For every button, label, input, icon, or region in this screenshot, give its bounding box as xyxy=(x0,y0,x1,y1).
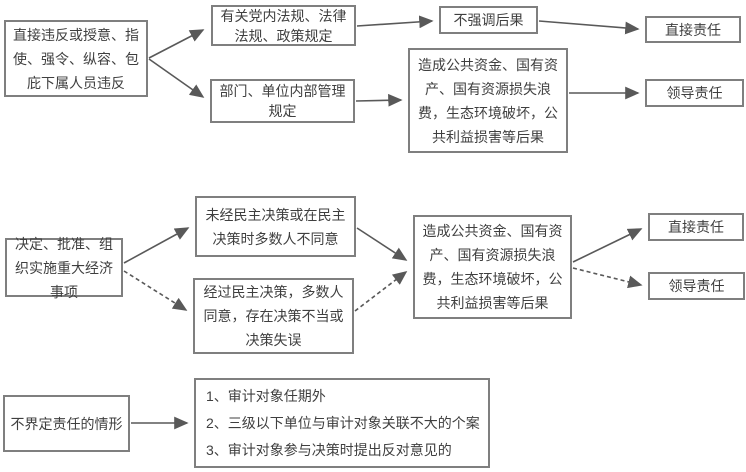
mid-democratic-label: 经过民主决策，多数人同意，存在决策不当或决策失误 xyxy=(203,284,344,348)
bottom-trigger-label: 不界定责任的情形 xyxy=(10,415,123,432)
excluded-case-item: 1、审计对象任期外 xyxy=(206,387,326,404)
arrow-noconsequence-to-direct xyxy=(538,20,640,35)
excluded-case-item: 3、审计对象参与决策时提出反对意见的 xyxy=(206,441,452,458)
arrow-consequence-to-direct-mid xyxy=(572,228,643,263)
top-trigger-label: 直接违反或授意、指使、强令、纵容、包庇下属人员违反 xyxy=(13,26,139,91)
top-no-consequence-label: 不强调后果 xyxy=(453,12,524,28)
top-leadership-responsibility-box: 领导责任 xyxy=(645,79,744,107)
bottom-excluded-cases-box: 1、审计对象任期外 2、三级以下单位与审计对象关联不大的个案 3、审计对象参与决… xyxy=(194,378,490,468)
mid-trigger-label: 决定、批准、组织实施重大经济事项 xyxy=(15,235,113,300)
top-law-basis-box: 有关党内法规、法律法规、政策规定 xyxy=(211,5,356,46)
mid-no-democratic-label: 未经民主决策或在民主决策时多数人不同意 xyxy=(205,206,346,247)
top-internal-rules-box: 部门、单位内部管理规定 xyxy=(210,79,355,123)
mid-direct-responsibility-box: 直接责任 xyxy=(648,213,744,241)
arrow-democratic-to-consequence xyxy=(354,271,408,312)
mid-trigger-box: 决定、批准、组织实施重大经济事项 xyxy=(5,236,123,300)
top-leadership-responsibility-label: 领导责任 xyxy=(666,85,723,101)
bottom-trigger-box: 不界定责任的情形 xyxy=(3,395,130,452)
top-consequence-box: 造成公共资金、国有资产、国有资源损失浪费，生态环境破坏，公共利益损害等后果 xyxy=(408,48,568,153)
mid-leadership-responsibility-label: 领导责任 xyxy=(668,278,725,294)
arrow-trigger-to-internal xyxy=(148,58,205,98)
arrow-law-to-noconsequence xyxy=(356,15,434,29)
arrow-decide-to-nodemocratic xyxy=(123,227,190,264)
top-consequence-label: 造成公共资金、国有资产、国有资源损失浪费，生态环境破坏，公共利益损害等后果 xyxy=(418,56,558,145)
arrow-nodemocratic-to-consequence xyxy=(356,227,408,261)
mid-no-democratic-box: 未经民主决策或在民主决策时多数人不同意 xyxy=(195,196,356,257)
mid-leadership-responsibility-box: 领导责任 xyxy=(648,272,745,300)
top-no-consequence-box: 不强调后果 xyxy=(439,6,538,34)
excluded-case-item: 2、三级以下单位与审计对象关联不大的个案 xyxy=(206,414,480,431)
arrow-trigger-to-law xyxy=(148,29,205,59)
mid-consequence-box: 造成公共资金、国有资产、国有资源损失浪费，生态环境破坏，公共利益损害等后果 xyxy=(413,215,572,319)
arrow-internal-to-consequence xyxy=(355,93,403,107)
arrow-consequence-to-leader-mid xyxy=(572,267,643,289)
mid-direct-responsibility-label: 直接责任 xyxy=(668,219,724,235)
top-internal-rules-label: 部门、单位内部管理规定 xyxy=(219,83,346,119)
top-direct-responsibility-box: 直接责任 xyxy=(645,16,741,43)
mid-democratic-box: 经过民主决策，多数人同意，存在决策不当或决策失误 xyxy=(193,278,354,354)
arrow-decide-to-democratic xyxy=(123,270,188,311)
top-trigger-box: 直接违反或授意、指使、强令、纵容、包庇下属人员违反 xyxy=(4,20,148,97)
mid-consequence-label: 造成公共资金、国有资产、国有资源损失浪费，生态环境破坏，公共利益损害等后果 xyxy=(422,223,563,311)
top-law-basis-label: 有关党内法规、法律法规、政策规定 xyxy=(220,7,347,44)
top-direct-responsibility-label: 直接责任 xyxy=(665,21,721,38)
